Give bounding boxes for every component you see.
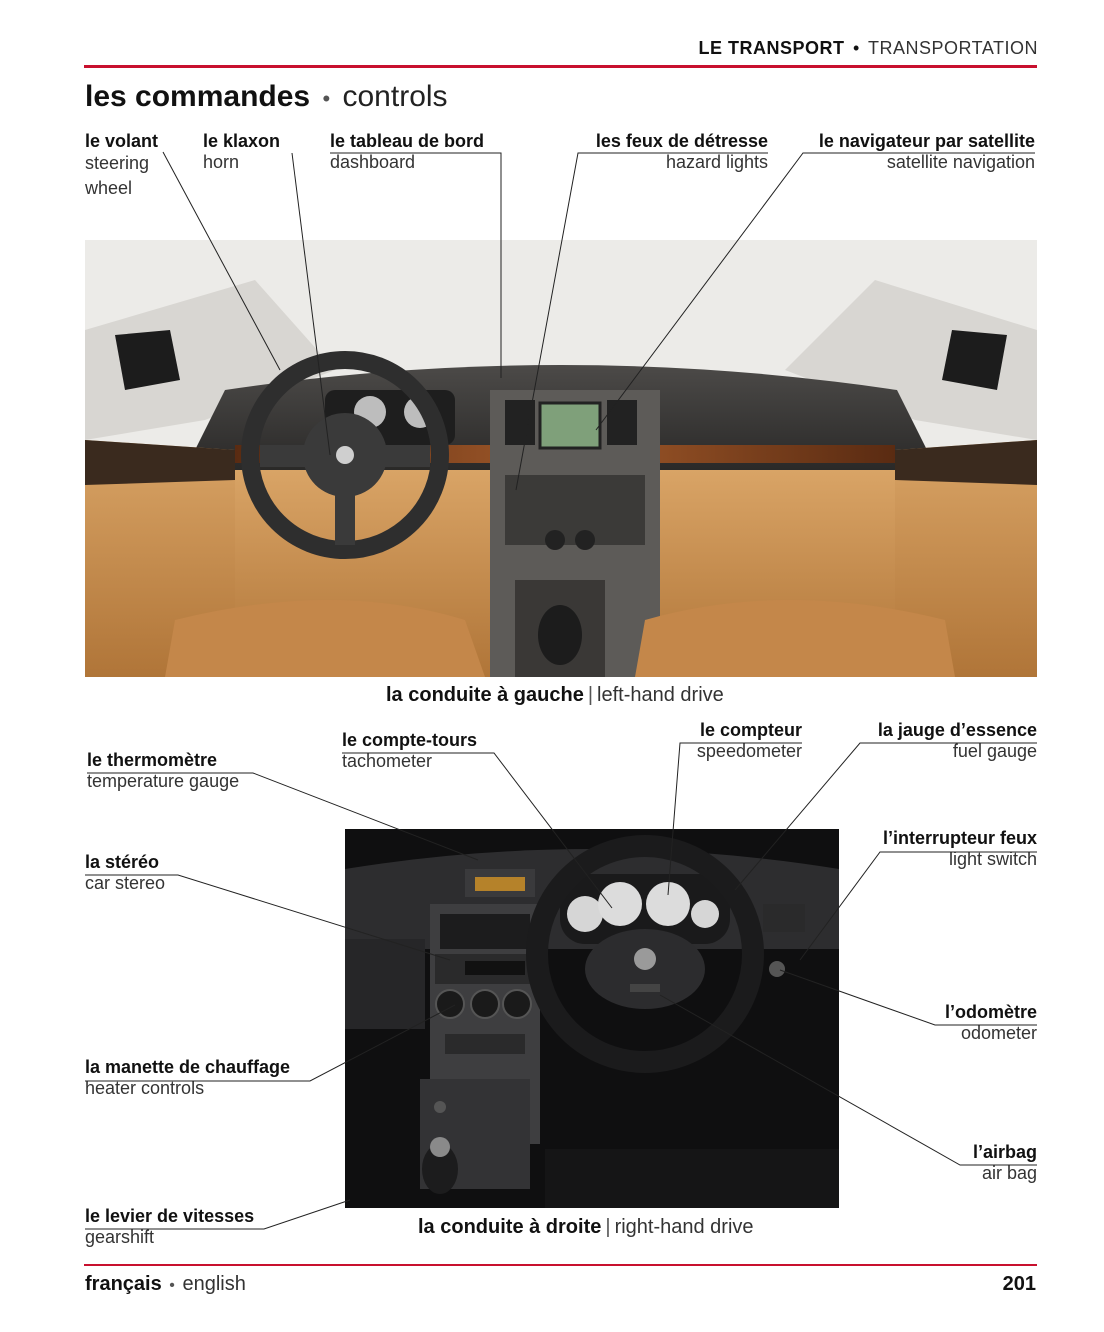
header-rule bbox=[84, 65, 1037, 68]
caption-fr: la conduite à gauche bbox=[386, 684, 584, 706]
label-en: gearshift bbox=[85, 1227, 155, 1247]
label-car-stereo: la stéréo car stereo bbox=[85, 852, 165, 894]
label-fr: l’airbag bbox=[972, 1142, 1037, 1162]
label-fr: le navigateur par satellite bbox=[818, 131, 1035, 151]
caption-en: left-hand drive bbox=[597, 684, 724, 706]
label-fr: le compteur bbox=[699, 720, 802, 740]
label-fr: les feux de détresse bbox=[595, 131, 768, 151]
label-air-bag: l’airbag air bag bbox=[973, 1142, 1037, 1184]
label-en: dashboard bbox=[330, 152, 416, 172]
label-en: tachometer bbox=[342, 751, 433, 771]
label-odometer: l’odomètre odometer bbox=[945, 1002, 1037, 1044]
label-fr: le compte-tours bbox=[342, 730, 478, 750]
label-tachometer: le compte-tours tachometer bbox=[342, 730, 477, 772]
section-title-fr: LE TRANSPORT bbox=[698, 38, 845, 58]
label-speedometer: le compteur speedometer bbox=[697, 720, 802, 762]
caption-fr: la conduite à droite bbox=[418, 1216, 602, 1238]
caption-en: right-hand drive bbox=[614, 1216, 754, 1238]
label-gearshift: le levier de vitesses gearshift bbox=[85, 1206, 254, 1248]
label-heater-controls: la manette de chauffage heater controls bbox=[85, 1057, 290, 1099]
label-temperature-gauge: le thermomètre temperature gauge bbox=[87, 750, 239, 792]
label-en: air bag bbox=[981, 1163, 1037, 1183]
label-en: steering wheel bbox=[85, 153, 150, 198]
label-satellite-navigation: le navigateur par satellite satellite na… bbox=[819, 131, 1035, 173]
page-title-en: controls bbox=[342, 80, 448, 113]
label-dashboard: le tableau de bord dashboard bbox=[330, 131, 484, 173]
footer-en: english bbox=[182, 1273, 246, 1295]
car-interior-rhd-illustration bbox=[345, 829, 839, 1208]
car-interior-illustration bbox=[85, 240, 1037, 677]
label-fr: l’interrupteur feux bbox=[882, 828, 1037, 848]
label-horn: le klaxon horn bbox=[203, 131, 280, 173]
page-title: les commandes • controls bbox=[85, 80, 448, 114]
footer-rule bbox=[84, 1264, 1037, 1266]
page-number: 201 bbox=[1002, 1273, 1036, 1295]
caption-left-hand-drive: la conduite à gauche|left-hand drive bbox=[386, 684, 724, 707]
running-header: LE TRANSPORT • TRANSPORTATION bbox=[698, 38, 1038, 59]
label-steering-wheel: le volant steering wheel bbox=[85, 131, 195, 201]
label-en: satellite navigation bbox=[886, 152, 1035, 172]
page-title-fr: les commandes bbox=[85, 80, 311, 113]
label-en: odometer bbox=[960, 1023, 1037, 1043]
label-fuel-gauge: la jauge d’essence fuel gauge bbox=[878, 720, 1037, 762]
label-light-switch: l’interrupteur feux light switch bbox=[883, 828, 1037, 870]
caption-separator: | bbox=[605, 1216, 611, 1238]
section-title-en: TRANSPORTATION bbox=[867, 38, 1038, 58]
label-en: temperature gauge bbox=[87, 771, 240, 791]
label-fr: le tableau de bord bbox=[330, 131, 485, 151]
label-en: speedometer bbox=[696, 741, 802, 761]
label-fr: la stéréo bbox=[85, 852, 160, 872]
label-en: light switch bbox=[948, 849, 1037, 869]
label-fr: le thermomètre bbox=[87, 750, 218, 770]
footer-fr: français bbox=[85, 1273, 162, 1295]
label-hazard-lights: les feux de détresse hazard lights bbox=[596, 131, 768, 173]
label-en: horn bbox=[203, 152, 240, 172]
label-fr: la jauge d’essence bbox=[877, 720, 1037, 740]
label-fr: le volant bbox=[85, 131, 159, 151]
footer-languages: français • english bbox=[85, 1273, 246, 1296]
label-en: hazard lights bbox=[665, 152, 768, 172]
caption-right-hand-drive: la conduite à droite|right-hand drive bbox=[418, 1216, 754, 1239]
label-fr: l’odomètre bbox=[944, 1002, 1037, 1022]
photo-right-hand-drive bbox=[345, 829, 839, 1208]
footer-bullet: • bbox=[169, 1277, 175, 1294]
bullet: • bbox=[852, 38, 860, 58]
label-en: heater controls bbox=[85, 1078, 205, 1098]
label-en: car stereo bbox=[85, 873, 166, 893]
label-fr: le klaxon bbox=[203, 131, 281, 151]
title-bullet: • bbox=[322, 86, 331, 111]
label-fr: le levier de vitesses bbox=[85, 1206, 255, 1226]
caption-separator: | bbox=[587, 684, 594, 706]
label-en: fuel gauge bbox=[952, 741, 1037, 761]
label-fr: la manette de chauffage bbox=[85, 1057, 291, 1077]
photo-left-hand-drive bbox=[85, 240, 1037, 677]
